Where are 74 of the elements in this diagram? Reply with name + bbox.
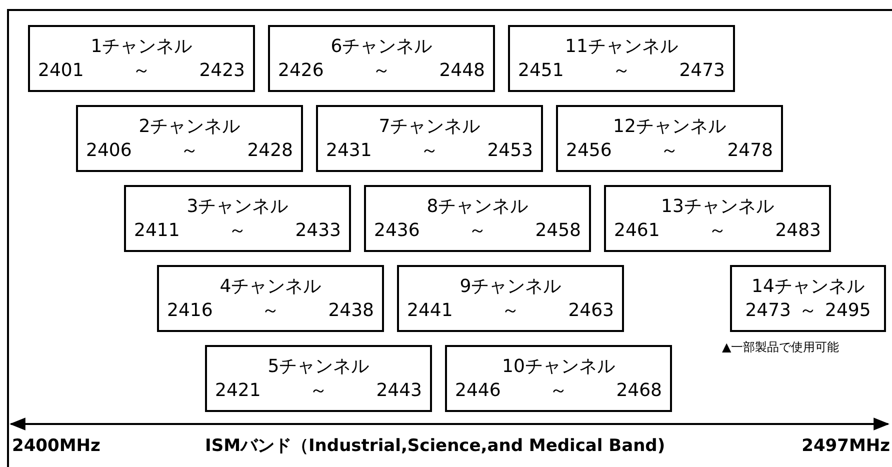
channel-name: 12チャンネル xyxy=(613,114,726,138)
end-frequency: 2453 xyxy=(487,138,533,162)
range-tilde: ～ xyxy=(799,298,817,322)
end-frequency: 2443 xyxy=(376,378,422,402)
channel-box xyxy=(556,105,783,172)
range-tilde: ～ xyxy=(310,378,328,402)
start-frequency: 2416 xyxy=(167,298,213,322)
start-frequency: 2441 xyxy=(407,298,453,322)
channel-name: 5チャンネル xyxy=(268,354,370,378)
channel-name: 13チャンネル xyxy=(661,194,774,218)
range-tilde: ～ xyxy=(612,58,630,82)
start-frequency: 2436 xyxy=(374,218,420,242)
start-frequency: 2401 xyxy=(38,58,84,82)
range-tilde: ～ xyxy=(660,138,678,162)
channel-name: 1チャンネル xyxy=(90,34,192,58)
start-frequency: 2461 xyxy=(614,218,660,242)
channel-box xyxy=(604,185,831,252)
range-tilde: ～ xyxy=(420,138,438,162)
axis-title: ISMバンド（Industrial,Science,and Medical Band) xyxy=(205,435,666,458)
channel-box xyxy=(28,25,255,92)
range-tilde: ～ xyxy=(262,298,280,322)
end-frequency: 2495 xyxy=(825,298,871,322)
channel-box xyxy=(445,345,672,412)
range-tilde: ～ xyxy=(132,58,150,82)
channel-name: 14チャンネル xyxy=(752,274,864,298)
channel-box xyxy=(205,345,432,412)
start-frequency: 2456 xyxy=(566,138,612,162)
note-text: ▲一部製品で使用可能 xyxy=(722,339,840,355)
start-frequency: 2431 xyxy=(326,138,372,162)
channel-name: 6チャンネル xyxy=(330,34,432,58)
range-tilde: ～ xyxy=(468,218,486,242)
axis-end-label: 2497MHz xyxy=(802,435,890,458)
end-frequency: 2483 xyxy=(775,218,821,242)
end-frequency: 2463 xyxy=(568,298,614,322)
end-frequency: 2438 xyxy=(328,298,374,322)
start-frequency: 2473 xyxy=(745,298,791,322)
range-tilde: ～ xyxy=(502,298,520,322)
end-frequency: 2428 xyxy=(247,138,293,162)
channel-name: 10チャンネル xyxy=(502,354,615,378)
channel-name: 11チャンネル xyxy=(565,34,678,58)
range-tilde: ～ xyxy=(708,218,726,242)
channel-box xyxy=(268,25,495,92)
start-frequency: 2451 xyxy=(518,58,564,82)
end-frequency: 2448 xyxy=(439,58,485,82)
range-tilde: ～ xyxy=(550,378,568,402)
channel-name: 4チャンネル xyxy=(220,274,322,298)
range-tilde: ～ xyxy=(180,138,198,162)
channel-name: 3チャンネル xyxy=(186,194,288,218)
channel-name: 2チャンネル xyxy=(138,114,240,138)
channel-box xyxy=(157,265,384,332)
start-frequency: 2426 xyxy=(278,58,324,82)
range-tilde: ～ xyxy=(228,218,246,242)
end-frequency: 2458 xyxy=(535,218,581,242)
channel-box xyxy=(397,265,624,332)
range-tilde: ～ xyxy=(372,58,390,82)
end-frequency: 2468 xyxy=(616,378,662,402)
axis-start-label: 2400MHz xyxy=(12,435,100,458)
channel-box xyxy=(508,25,735,92)
channel-name: 7チャンネル xyxy=(378,114,480,138)
channel-box xyxy=(76,105,303,172)
start-frequency: 2406 xyxy=(86,138,132,162)
start-frequency: 2446 xyxy=(455,378,501,402)
start-frequency: 2421 xyxy=(215,378,261,402)
channel-name: 8チャンネル xyxy=(426,194,528,218)
channel-box xyxy=(364,185,591,252)
channel-name: 9チャンネル xyxy=(460,274,562,298)
channel-box xyxy=(730,265,886,332)
end-frequency: 2423 xyxy=(199,58,245,82)
end-frequency: 2473 xyxy=(679,58,725,82)
start-frequency: 2411 xyxy=(134,218,180,242)
channel-box xyxy=(124,185,351,252)
end-frequency: 2478 xyxy=(727,138,773,162)
channel-box xyxy=(316,105,543,172)
end-frequency: 2433 xyxy=(295,218,341,242)
